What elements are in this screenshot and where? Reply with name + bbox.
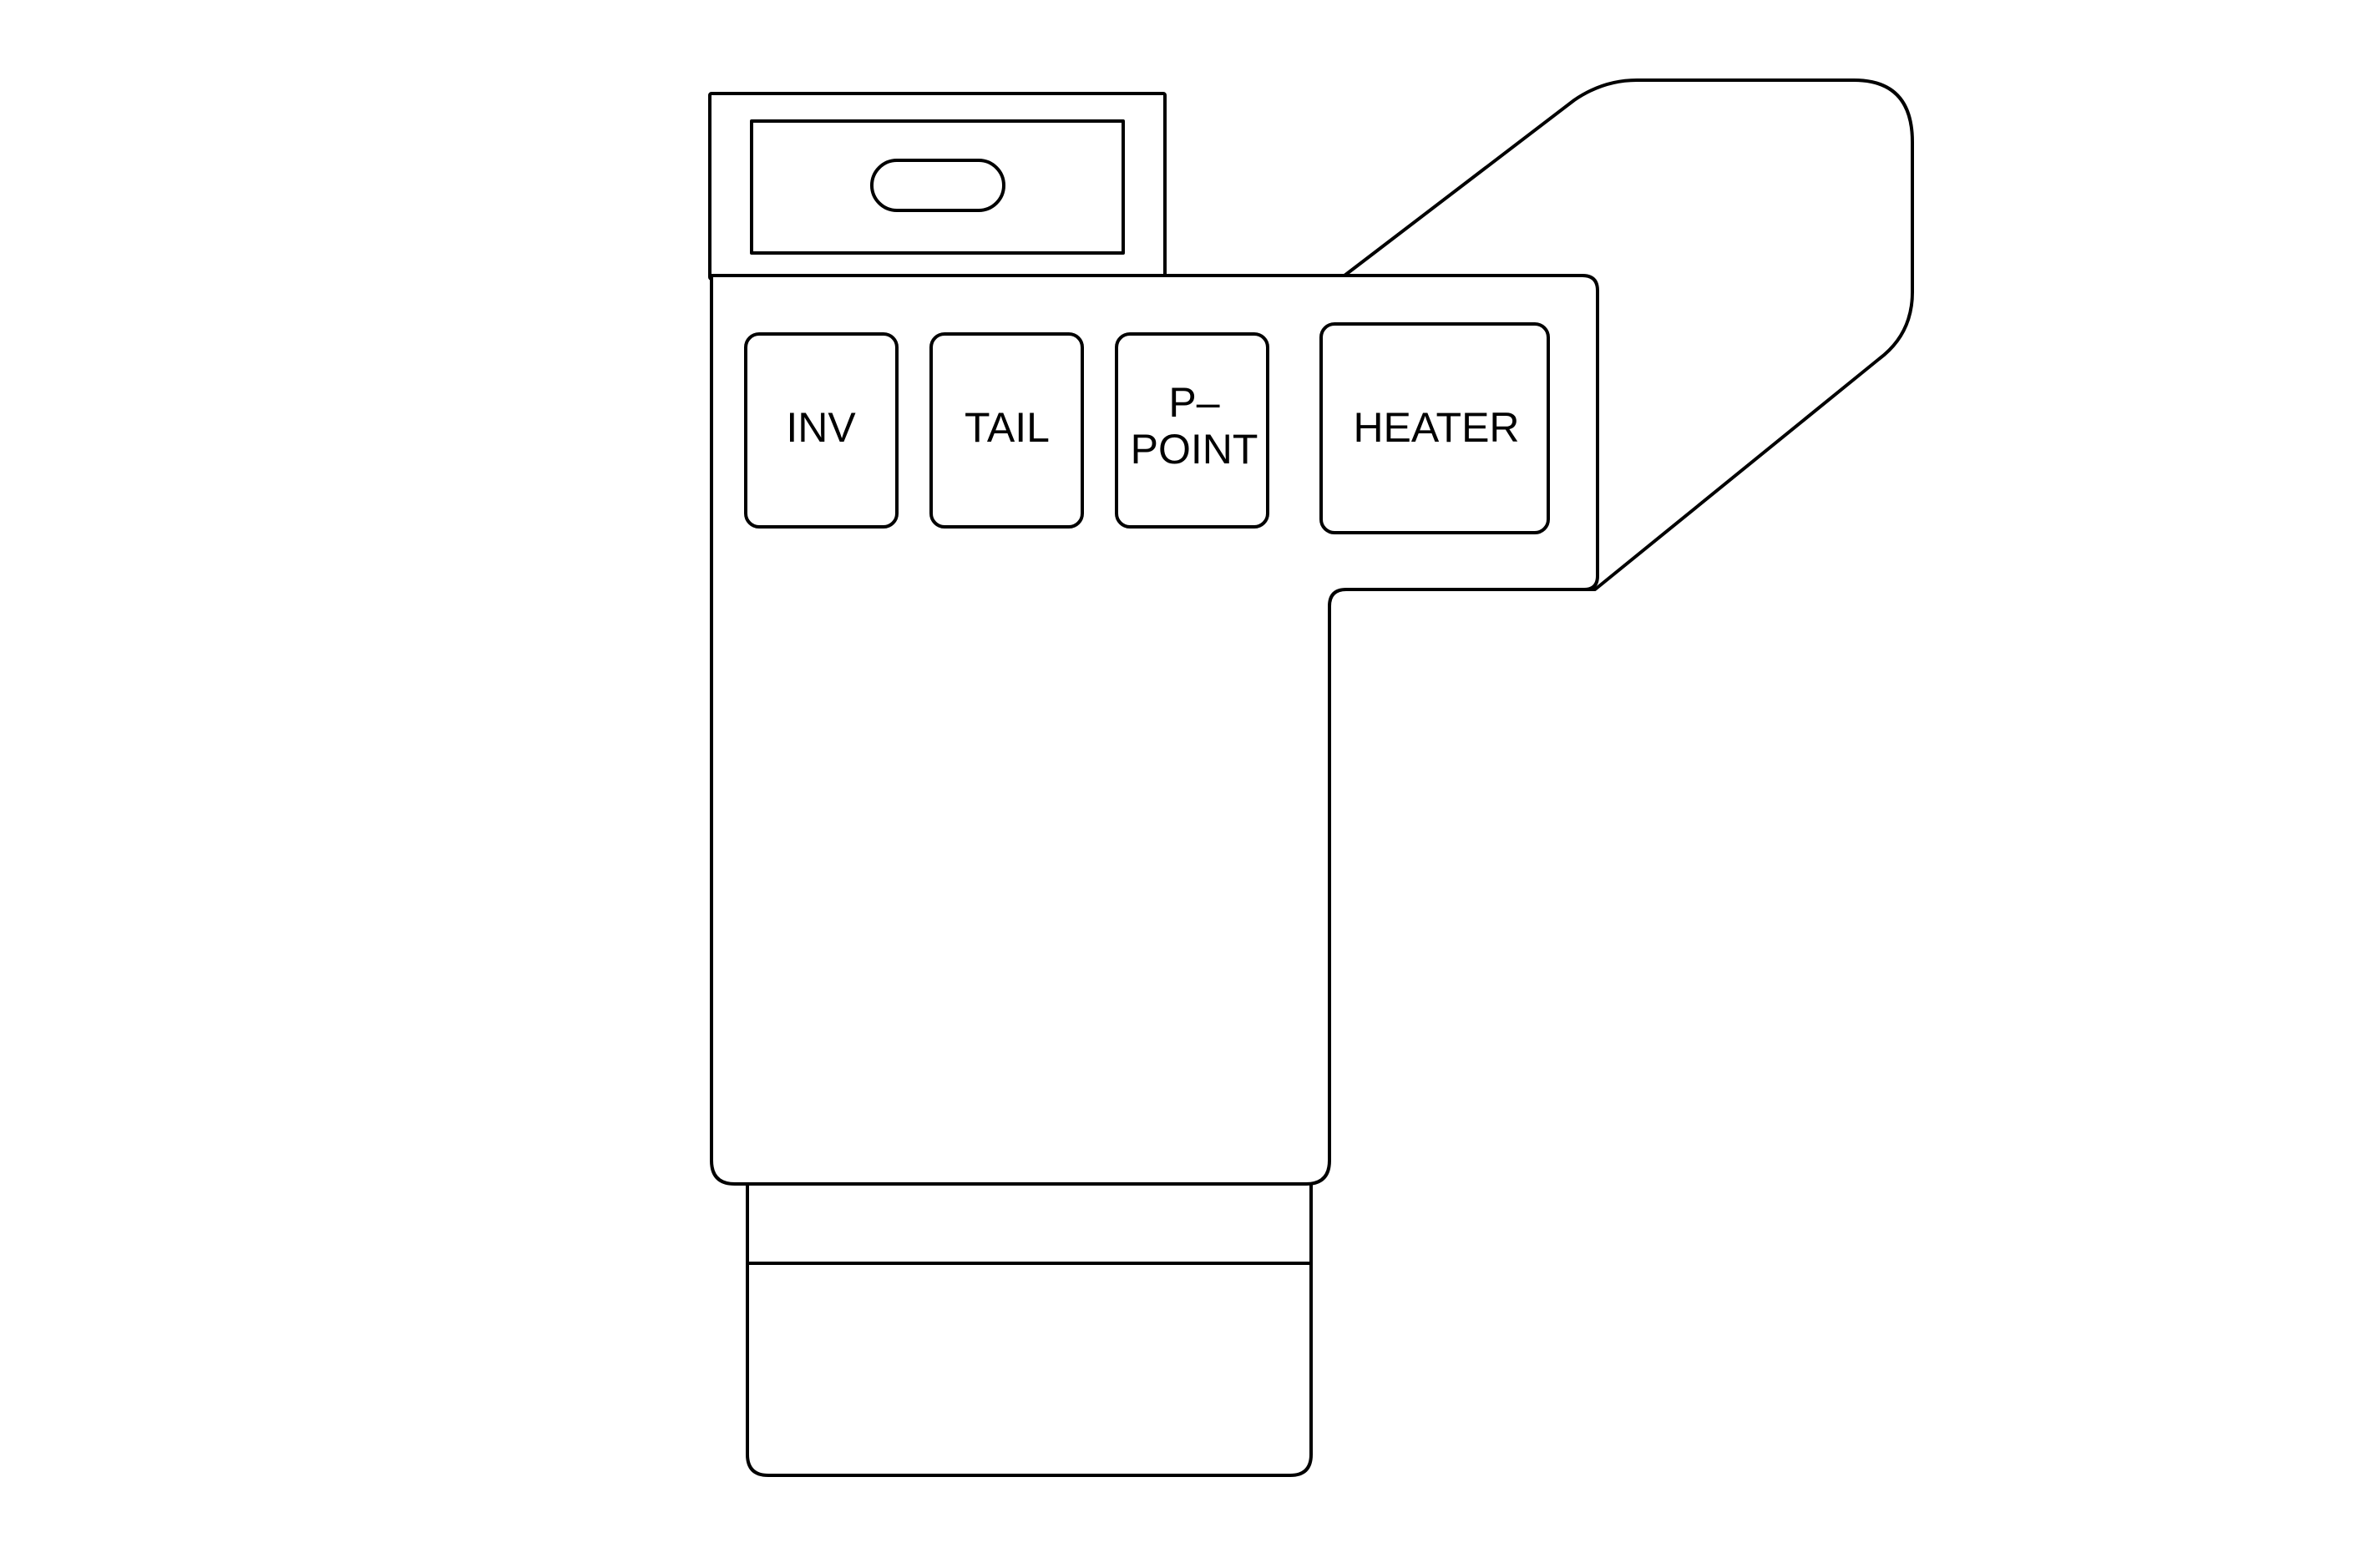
release-slot	[870, 159, 1005, 212]
fuse-inv[interactable]: INV	[744, 332, 899, 529]
fuse-heater[interactable]: HEATER	[1319, 322, 1550, 534]
fuse-tail-label: TAIL	[965, 404, 1050, 451]
fuse-inv-label: INV	[786, 404, 856, 451]
fuse-p-point-outline	[1115, 332, 1269, 529]
bottom-connector	[746, 1167, 1313, 1477]
fuse-p-point-label-line2: POINT	[1131, 426, 1258, 473]
fuse-heater-label: HEATER	[1353, 404, 1519, 451]
fuse-tail-outline	[929, 332, 1084, 529]
fuse-heater-outline	[1319, 322, 1550, 534]
fuse-tail[interactable]: TAIL	[929, 332, 1084, 529]
fuse-inv-outline	[744, 332, 899, 529]
fuse-p-point[interactable]: P– POINT	[1115, 332, 1269, 529]
fuse-p-point-label-line1: P–	[1168, 379, 1219, 426]
